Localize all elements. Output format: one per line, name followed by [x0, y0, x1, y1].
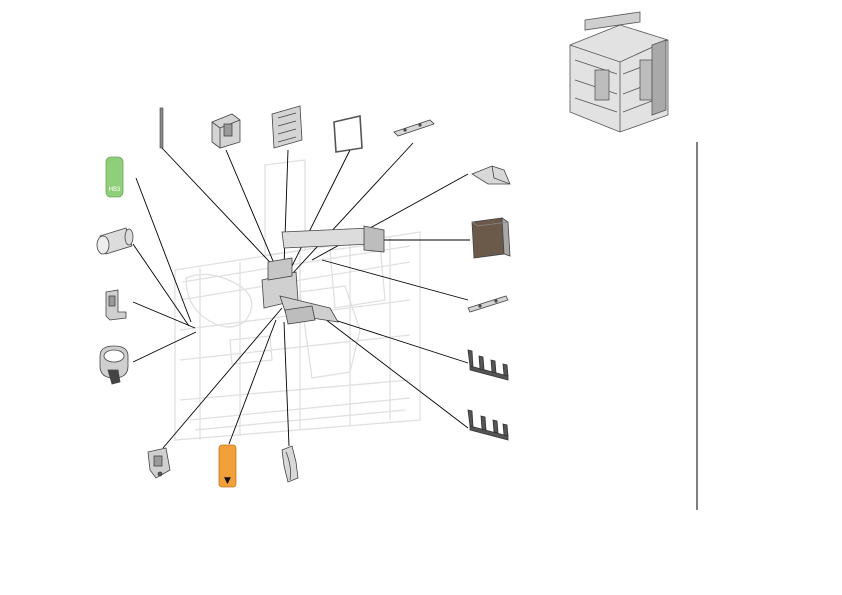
part-frame-panel	[271, 105, 303, 149]
part-green-cartridge: HB3	[105, 156, 124, 198]
part-ring-gear	[99, 345, 129, 385]
part-flat-plate	[393, 119, 435, 137]
assembly-inset-image	[569, 11, 669, 133]
part-curved-clip	[281, 445, 299, 483]
svg-text:▼: ▼	[224, 476, 231, 486]
part-bracket-small	[211, 113, 241, 149]
part-comb-guide-upper	[467, 349, 509, 381]
part-latch-bracket	[105, 289, 127, 321]
part-orange-cartridge: ▼	[218, 444, 237, 488]
part-comb-guide-lower	[467, 409, 509, 441]
svg-text:HB3: HB3	[109, 187, 121, 193]
callout-lines	[132, 142, 470, 449]
part-mounting-bracket	[147, 447, 171, 479]
part-filter-block	[471, 217, 511, 259]
part-gasket-frame	[333, 115, 363, 153]
central-assembly-cluster	[261, 225, 385, 325]
part-cylinder-roller	[96, 227, 134, 255]
part-curved-cover	[471, 165, 511, 185]
part-rail-strip	[467, 295, 509, 313]
part-vertical-rod	[159, 107, 164, 149]
